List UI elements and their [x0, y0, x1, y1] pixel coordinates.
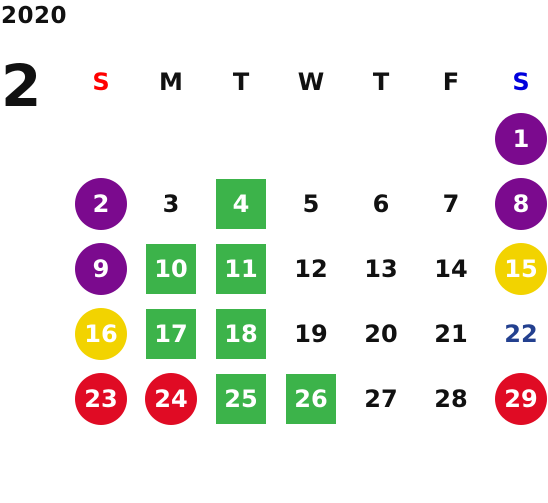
weekday-monday: M	[159, 68, 183, 96]
day-cell[interactable]: 18	[206, 301, 276, 366]
day-cell[interactable]: 25	[206, 366, 276, 431]
day-number: 5	[302, 189, 320, 218]
day-cell[interactable]: 26	[276, 366, 346, 431]
day-number: 11	[216, 243, 266, 294]
day-number: 26	[286, 373, 336, 424]
week-row: 23 24 25 26 27 28 29	[66, 366, 548, 431]
day-cell[interactable]: 29	[486, 366, 548, 431]
weekday-thursday: T	[372, 68, 390, 96]
day-cell[interactable]: 27	[346, 366, 416, 431]
year-label: 2020	[1, 3, 68, 29]
day-cell[interactable]: 11	[206, 236, 276, 301]
day-cell[interactable]: 9	[66, 236, 136, 301]
day-cell[interactable]: 14	[416, 236, 486, 301]
day-cell[interactable]: 20	[346, 301, 416, 366]
day-number: 20	[364, 319, 398, 348]
day-cell[interactable]: 24	[136, 366, 206, 431]
day-cell[interactable]: 28	[416, 366, 486, 431]
month-label: 2	[1, 52, 42, 120]
weekday-header-row: S M T W T F S	[66, 58, 548, 106]
day-number: 9	[75, 242, 127, 295]
day-number: 18	[216, 308, 266, 359]
day-number: 10	[146, 243, 196, 294]
day-cell[interactable]: 8	[486, 171, 548, 236]
weekday-friday: F	[442, 68, 460, 96]
day-cell[interactable]: 5	[276, 171, 346, 236]
weekday-saturday: S	[512, 68, 530, 96]
day-cell[interactable]: 12	[276, 236, 346, 301]
day-number: 15	[495, 242, 547, 295]
day-cell[interactable]: 1	[486, 106, 548, 171]
day-cell[interactable]: 13	[346, 236, 416, 301]
week-row: 1	[66, 106, 548, 171]
day-cell[interactable]: 17	[136, 301, 206, 366]
day-number: 28	[434, 384, 468, 413]
day-number: 23	[75, 372, 127, 425]
weekday-wednesday: W	[297, 68, 325, 96]
day-cell[interactable]: 22	[486, 301, 548, 366]
day-cell[interactable]: 7	[416, 171, 486, 236]
day-number: 7	[442, 189, 460, 218]
day-number: 17	[146, 308, 196, 359]
day-number: 8	[495, 177, 547, 230]
calendar-grid: S M T W T F S 1 2 3 4 5 6 7 8 9 10 11 12…	[66, 58, 548, 431]
day-number: 29	[495, 372, 547, 425]
day-cell[interactable]: 4	[206, 171, 276, 236]
day-number: 14	[434, 254, 468, 283]
week-row: 9 10 11 12 13 14 15	[66, 236, 548, 301]
day-number: 16	[75, 307, 127, 360]
day-cell[interactable]: 3	[136, 171, 206, 236]
day-number: 12	[294, 254, 328, 283]
week-row: 16 17 18 19 20 21 22	[66, 301, 548, 366]
day-number: 1	[495, 112, 547, 165]
week-row: 2 3 4 5 6 7 8	[66, 171, 548, 236]
day-cell[interactable]: 19	[276, 301, 346, 366]
day-number: 24	[145, 372, 197, 425]
day-cell[interactable]: 23	[66, 366, 136, 431]
day-number: 22	[504, 319, 538, 348]
day-cell[interactable]: 16	[66, 301, 136, 366]
day-number: 13	[364, 254, 398, 283]
day-number: 6	[372, 189, 390, 218]
day-cell[interactable]: 6	[346, 171, 416, 236]
weekday-sunday: S	[92, 68, 110, 96]
day-number: 19	[294, 319, 328, 348]
weekday-tuesday: T	[232, 68, 250, 96]
day-number: 27	[364, 384, 398, 413]
day-cell[interactable]: 21	[416, 301, 486, 366]
day-number: 21	[434, 319, 468, 348]
day-cell[interactable]: 15	[486, 236, 548, 301]
day-number: 3	[162, 189, 180, 218]
day-number: 4	[216, 178, 266, 229]
day-number: 2	[75, 177, 127, 230]
day-cell[interactable]: 10	[136, 236, 206, 301]
day-cell[interactable]: 2	[66, 171, 136, 236]
day-number: 25	[216, 373, 266, 424]
